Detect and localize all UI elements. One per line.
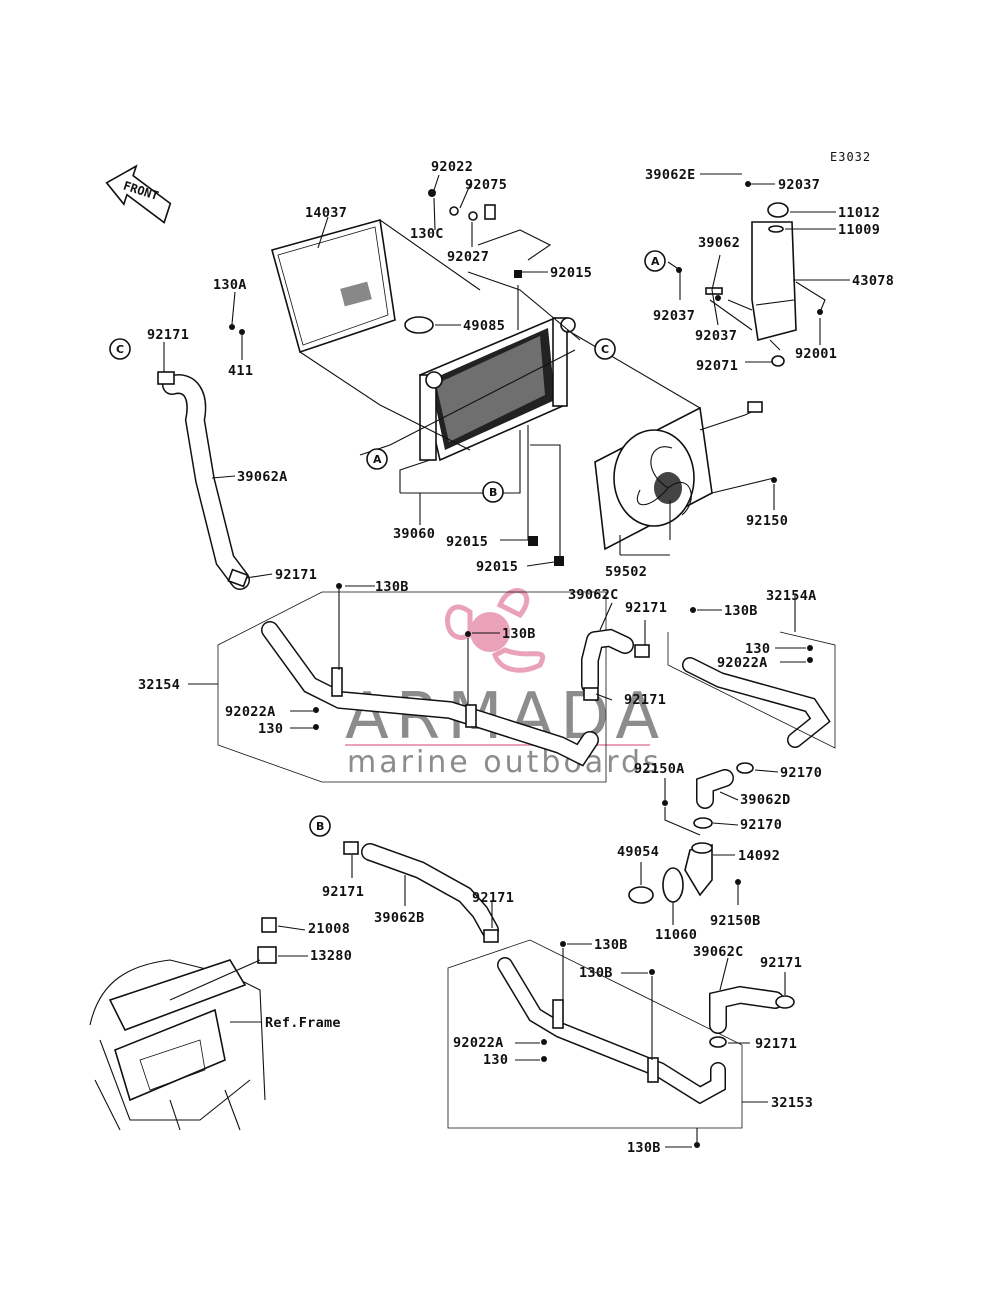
part-label: 92001 xyxy=(795,346,837,362)
part-label: 92171 xyxy=(275,567,317,583)
watermark-brand: ARMADA xyxy=(345,680,666,754)
diagram-code: E3032 xyxy=(830,150,871,164)
part-label: 130B xyxy=(375,579,409,595)
gasket-11060 xyxy=(662,867,684,903)
part-label: 39062D xyxy=(740,792,791,808)
front-arrow: FRONT xyxy=(105,164,172,224)
part-labels: 14037 130A 411 92171 39062A 92171 130B 3… xyxy=(138,159,894,1156)
callout-c-right: C xyxy=(601,343,609,356)
part-label: 92071 xyxy=(696,358,738,374)
callout-b-top: B xyxy=(489,486,497,499)
thermostat xyxy=(628,886,654,904)
part-label: 39062E xyxy=(645,167,696,183)
part-label: 21008 xyxy=(308,921,350,937)
part-label: 92170 xyxy=(780,765,822,781)
radiator-screen xyxy=(271,218,396,354)
part-label: 39062 xyxy=(698,235,740,251)
part-label: 39062C xyxy=(693,944,744,960)
pipe-32154A xyxy=(667,631,836,749)
part-label: 92171 xyxy=(472,890,514,906)
callout-c-left: C xyxy=(116,343,124,356)
callout-circles: C C A A B B xyxy=(109,250,666,837)
part-label: 92037 xyxy=(695,328,737,344)
hose-39062B xyxy=(343,841,499,943)
part-label: 13280 xyxy=(310,948,352,964)
part-label: 130B xyxy=(627,1140,661,1156)
reservoir-cap xyxy=(767,202,789,218)
armada-logo: ARMADA marine outboards xyxy=(345,588,666,780)
part-label: 130C xyxy=(410,226,444,242)
part-label: 92171 xyxy=(322,884,364,900)
part-label: 411 xyxy=(228,363,253,379)
part-label: 130B xyxy=(502,626,536,642)
part-label: 130 xyxy=(258,721,283,737)
part-label: 92027 xyxy=(447,249,489,265)
part-label: 92037 xyxy=(653,308,695,324)
part-label: 32153 xyxy=(771,1095,813,1111)
part-label: 14092 xyxy=(738,848,780,864)
callout-a-right: A xyxy=(651,255,660,268)
part-label: 130B xyxy=(594,937,628,953)
part-label: 39062C xyxy=(568,587,619,603)
cap-seal xyxy=(768,225,784,233)
part-label: 92015 xyxy=(446,534,488,550)
part-label: 14037 xyxy=(305,205,347,221)
part-label: 92170 xyxy=(740,817,782,833)
part-label: 92022A xyxy=(225,704,276,720)
part-label: 39062A xyxy=(237,469,288,485)
part-label: 39060 xyxy=(393,526,435,542)
reservoir-tank xyxy=(733,160,797,367)
part-label: 130B xyxy=(724,603,758,619)
part-label: 92015 xyxy=(550,265,592,281)
part-label: 39062B xyxy=(374,910,425,926)
part-label: 130 xyxy=(483,1052,508,1068)
callout-b-bottom: B xyxy=(316,820,324,833)
part-label: 130A xyxy=(213,277,247,293)
radiator xyxy=(419,316,576,462)
part-label: 32154 xyxy=(138,677,180,693)
logo-hub xyxy=(470,612,510,652)
callout-a-left: A xyxy=(373,453,382,466)
part-label: 130 xyxy=(745,641,770,657)
part-label: 43078 xyxy=(852,273,894,289)
part-label: 130B xyxy=(579,965,613,981)
watermark-tagline: marine outboards xyxy=(347,745,662,780)
hose-39062A xyxy=(157,371,250,590)
part-label: 11009 xyxy=(838,222,880,238)
part-label: 11012 xyxy=(838,205,880,221)
part-label: 32154A xyxy=(766,588,817,604)
part-label: 92171 xyxy=(147,327,189,343)
part-label: Ref.Frame xyxy=(265,1015,341,1031)
part-label: 92037 xyxy=(778,177,820,193)
part-label: 11060 xyxy=(655,927,697,943)
thermostat-housing xyxy=(684,842,713,897)
part-label: 92171 xyxy=(624,692,666,708)
radiator-cap xyxy=(404,316,434,334)
part-label: 92022A xyxy=(717,655,768,671)
part-label: 92150B xyxy=(710,913,761,929)
part-label: 92171 xyxy=(625,600,667,616)
logo-blade xyxy=(496,588,530,619)
part-label: 59502 xyxy=(605,564,647,580)
part-label: 49054 xyxy=(617,844,659,860)
pipe-32154 xyxy=(217,591,607,783)
logo-blade xyxy=(491,647,545,673)
cooling-fan xyxy=(594,401,763,551)
leader-lines xyxy=(163,173,850,1148)
part-label: 49085 xyxy=(463,318,505,334)
fasteners xyxy=(229,181,823,1148)
part-label: 92075 xyxy=(465,177,507,193)
pipe-32153 xyxy=(447,939,743,1129)
frame-reference xyxy=(89,917,277,1131)
part-label: 92171 xyxy=(755,1036,797,1052)
part-label: 92015 xyxy=(476,559,518,575)
part-label: 92022 xyxy=(431,159,473,175)
part-label: 92150A xyxy=(634,761,685,777)
part-label: 92150 xyxy=(746,513,788,529)
part-label: 92171 xyxy=(760,955,802,971)
part-label: 92022A xyxy=(453,1035,504,1051)
